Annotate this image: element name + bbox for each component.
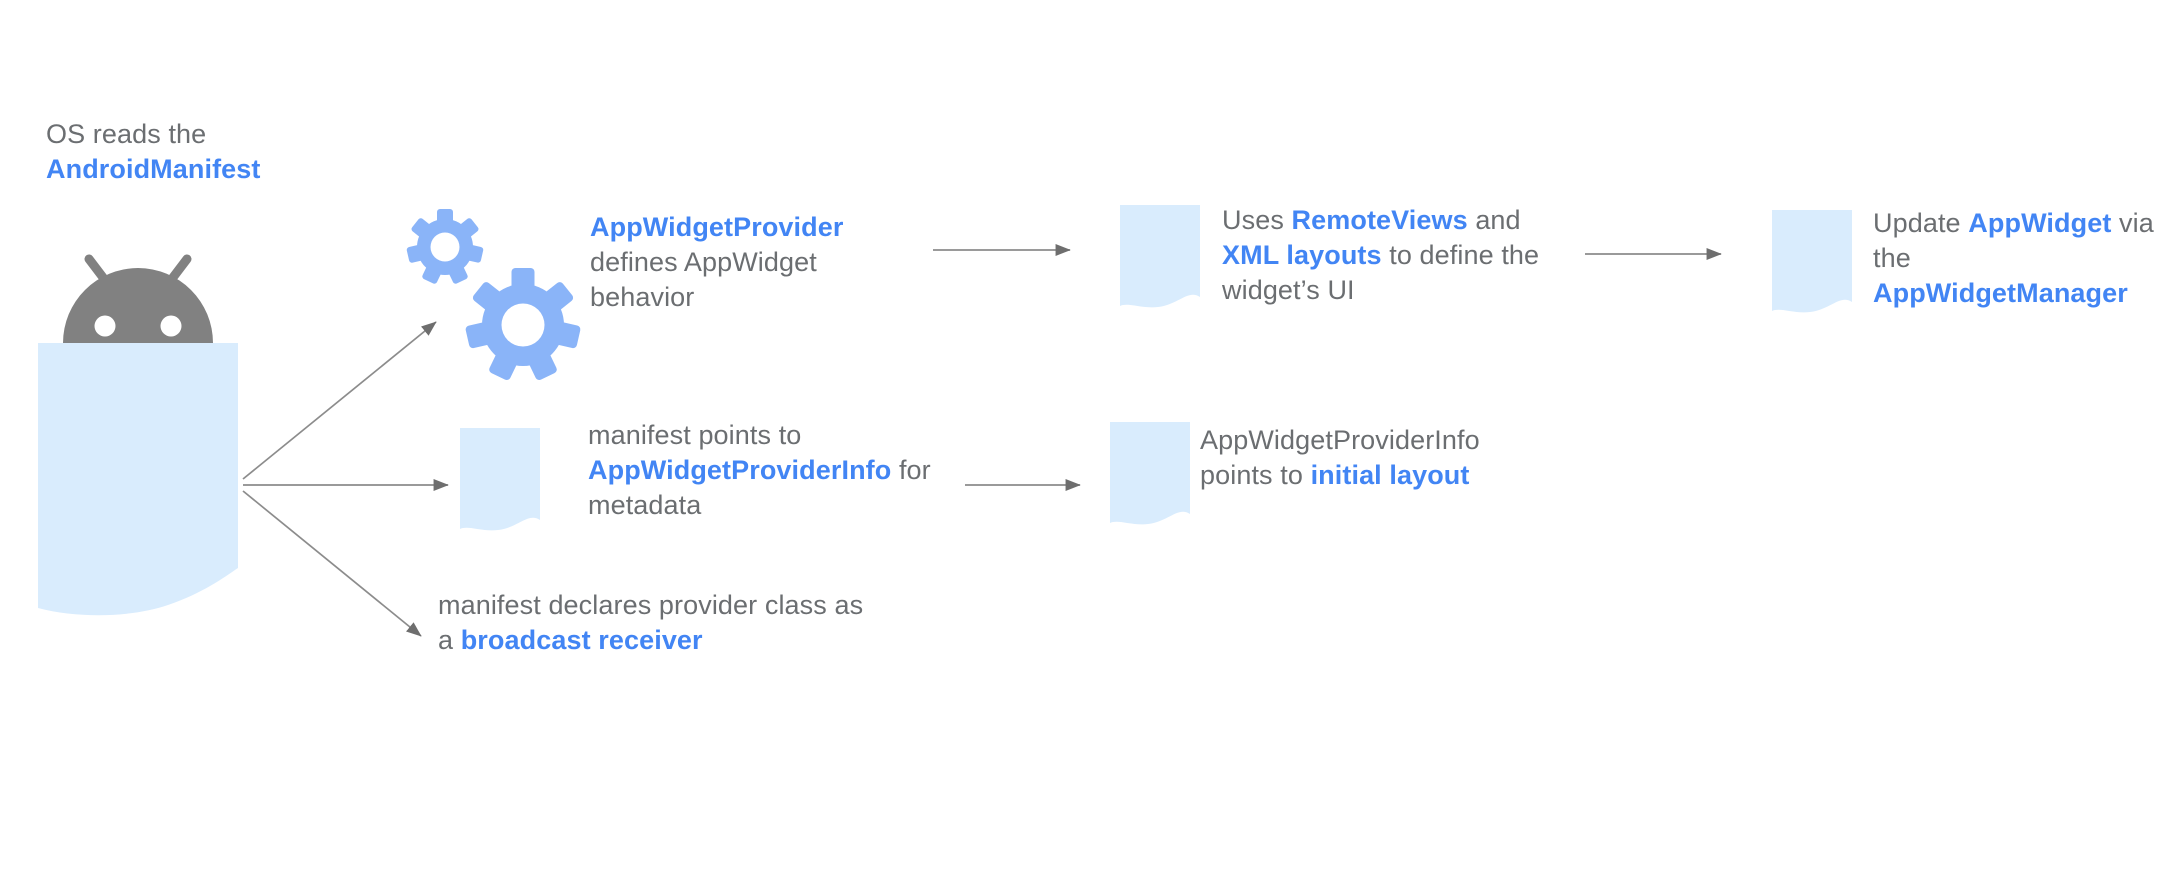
- android-robot-icon: [63, 254, 213, 343]
- document-page-icon: [1772, 210, 1852, 313]
- arrow-manifest-to-receiver: [242, 490, 422, 637]
- document-page-icon: [1120, 205, 1200, 308]
- manifest-document-icon: [38, 343, 238, 616]
- document-page-icon: [460, 428, 540, 531]
- settings-gears-icon: [406, 209, 586, 388]
- document-page-icon: [1110, 422, 1190, 525]
